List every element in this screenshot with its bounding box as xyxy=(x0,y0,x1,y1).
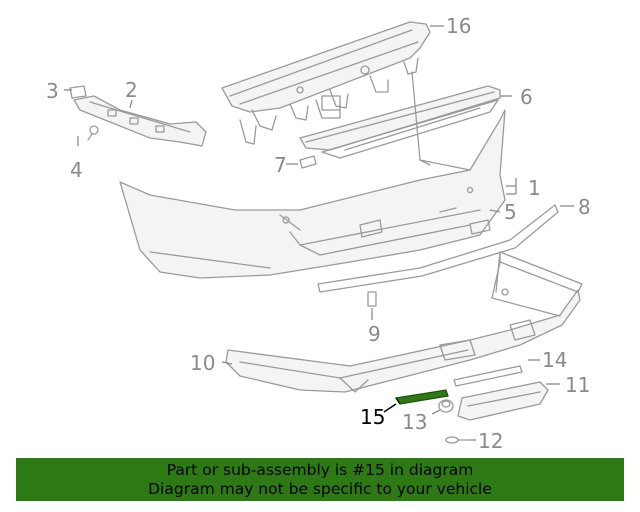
callout-5: 5 xyxy=(504,200,517,224)
part-2-bracket xyxy=(73,95,207,147)
part-15-reflector-highlighted xyxy=(394,389,449,405)
part-6-step-pad xyxy=(299,85,501,159)
part-16-impact-bar xyxy=(221,21,431,145)
callout-4: 4 xyxy=(70,158,83,182)
callout-15-highlighted: 15 xyxy=(360,405,386,429)
part-11-cover xyxy=(457,381,549,421)
part-9-retainer xyxy=(367,291,377,307)
part-1-upper-fascia xyxy=(119,71,506,279)
part-13-grommet xyxy=(438,399,454,413)
callout-7: 7 xyxy=(274,153,287,177)
part-5-insert xyxy=(469,219,491,235)
banner-line-disclaimer: Diagram may not be specific to your vehi… xyxy=(148,480,492,498)
callout-2: 2 xyxy=(125,78,138,102)
info-banner: Part or sub-assembly is #15 in diagram D… xyxy=(16,458,624,501)
part-7-clip xyxy=(299,155,317,169)
part-12-bolt xyxy=(445,436,471,444)
callout-16: 16 xyxy=(446,14,472,38)
part-8-molding xyxy=(317,204,559,293)
callout-10: 10 xyxy=(190,351,216,375)
callout-12: 12 xyxy=(478,429,504,453)
callout-14: 14 xyxy=(542,348,568,372)
parts-diagram xyxy=(64,21,583,444)
callout-6: 6 xyxy=(520,85,533,109)
part-3-clip xyxy=(69,85,87,99)
callout-11: 11 xyxy=(565,373,591,397)
callout-8: 8 xyxy=(578,195,591,219)
callout-3: 3 xyxy=(46,79,59,103)
banner-line-part-number: Part or sub-assembly is #15 in diagram xyxy=(166,461,474,479)
part-10-lower-fascia xyxy=(225,251,583,393)
callout-1: 1 xyxy=(528,176,541,200)
part-4-screw xyxy=(87,125,99,141)
part-14-strip xyxy=(453,365,523,387)
leader-lines xyxy=(64,25,574,441)
callout-9: 9 xyxy=(368,322,381,346)
callout-13: 13 xyxy=(402,410,428,434)
